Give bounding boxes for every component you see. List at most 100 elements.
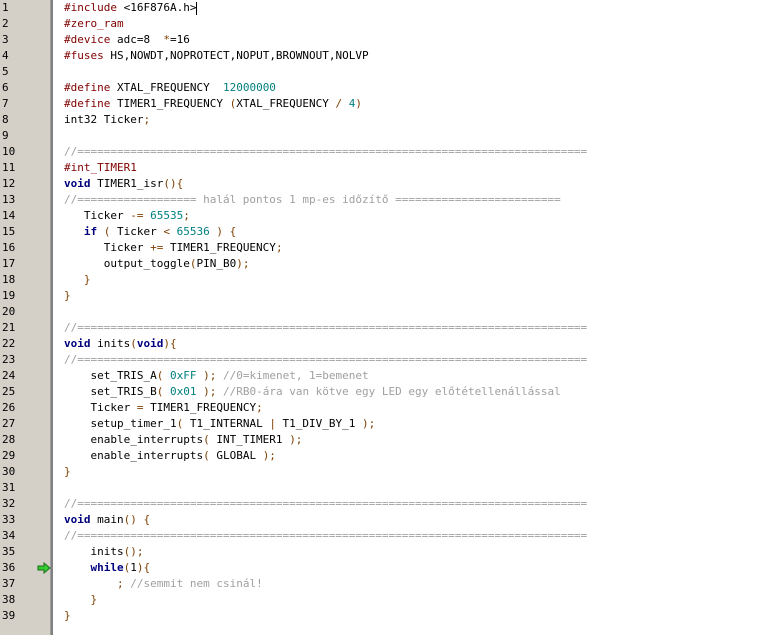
code-text[interactable]: enable_interrupts( INT_TIMER1 ); [64,432,302,448]
line-number: 37 [2,577,16,590]
code-line[interactable]: 16 Ticker += TIMER1_FREQUENCY; [0,240,759,256]
code-line[interactable]: 8 int32 Ticker; [0,112,759,128]
operator-token: ){ [136,561,151,574]
code-line[interactable]: 3#device adc=8 *=16 [0,32,759,48]
code-text[interactable]: Ticker += TIMER1_FREQUENCY; [64,240,283,256]
code-line[interactable]: 38 } [0,592,759,608]
code-text[interactable]: Ticker = TIMER1_FREQUENCY; [64,400,262,416]
code-text[interactable]: } [64,464,71,480]
code-line[interactable]: 21//====================================… [0,320,759,336]
code-text[interactable]: #define TIMER1_FREQUENCY (XTAL_FREQUENCY… [64,96,362,112]
code-token [137,513,144,526]
line-number: 38 [2,593,16,606]
code-text[interactable]: #zero_ram [64,16,124,32]
code-text[interactable]: //======================================… [64,528,587,544]
code-line[interactable]: 1#include <16F876A.h> [0,0,759,16]
code-line[interactable]: 19} [0,288,759,304]
code-text[interactable]: ; //semmit nem csinál! [64,576,263,592]
line-number: 10 [2,145,16,158]
code-line[interactable]: 28 enable_interrupts( INT_TIMER1 ); [0,432,759,448]
code-token [64,225,84,238]
code-text[interactable]: set_TRIS_B( 0x01 ); //RB0-ára van kötve … [64,384,560,400]
code-text[interactable]: inits(); [64,544,143,560]
operator-token: / [335,97,343,110]
code-line[interactable]: 20 [0,304,759,320]
code-line[interactable]: 7#define TIMER1_FREQUENCY (XTAL_FREQUENC… [0,96,759,112]
code-text[interactable]: //======================================… [64,320,587,336]
code-line[interactable]: 11#int_TIMER1 [0,160,759,176]
code-text[interactable]: //======================================… [64,144,587,160]
operator-token: ); [203,385,217,398]
code-text[interactable]: int32 Ticker; [64,112,150,128]
code-line[interactable]: 25 set_TRIS_B( 0x01 ); //RB0-ára van köt… [0,384,759,400]
code-line[interactable]: 29 enable_interrupts( GLOBAL ); [0,448,759,464]
code-text[interactable]: Ticker -= 65535; [64,208,190,224]
line-number-gutter[interactable] [0,0,50,635]
operator-token: ); [362,417,376,430]
code-text[interactable]: #int_TIMER1 [64,160,137,176]
code-text[interactable]: void TIMER1_isr(){ [64,176,183,192]
code-text[interactable]: void inits(void){ [64,336,177,352]
code-text[interactable]: #fuses HS,NOWDT,NOPROTECT,NOPUT,BROWNOUT… [64,48,369,64]
operator-token: ; [183,209,190,222]
operator-token: ); [262,449,276,462]
line-number: 32 [2,497,16,510]
code-line[interactable]: 18 } [0,272,759,288]
comment-token: //======================================… [64,353,588,366]
code-text[interactable]: } [64,288,71,304]
code-token: main [90,513,124,526]
operator-token: = [136,401,144,414]
code-text[interactable]: void main() { [64,512,150,528]
code-text[interactable]: //======================================… [64,496,587,512]
code-line[interactable]: 36 while(1){ [0,560,759,576]
code-text[interactable]: enable_interrupts( GLOBAL ); [64,448,276,464]
code-text[interactable]: output_toggle(PIN_B0); [64,256,250,272]
code-line[interactable]: 39} [0,608,759,624]
code-line[interactable]: 4#fuses HS,NOWDT,NOPROTECT,NOPUT,BROWNOU… [0,48,759,64]
code-text[interactable]: #define XTAL_FREQUENCY 12000000 [64,80,276,96]
code-line[interactable]: 24 set_TRIS_A( 0xFF ); //0=kimenet, 1=be… [0,368,759,384]
comment-token: //======================================… [64,321,588,334]
code-text[interactable]: } [64,592,98,608]
code-line[interactable]: 15 if ( Ticker < 65536 ) { [0,224,759,240]
code-line[interactable]: 34//====================================… [0,528,759,544]
code-line[interactable]: 37 ; //semmit nem csinál! [0,576,759,592]
code-line[interactable]: 30} [0,464,759,480]
line-number: 5 [2,65,9,78]
code-line[interactable]: 23//====================================… [0,352,759,368]
code-line[interactable]: 5 [0,64,759,80]
code-line[interactable]: 35 inits(); [0,544,759,560]
code-line[interactable]: 10 //====================================… [0,144,759,160]
code-token: PIN_B0 [196,257,237,270]
code-token: int32 Ticker [64,113,144,126]
code-text[interactable]: set_TRIS_A( 0xFF ); //0=kimenet, 1=bemen… [64,368,368,384]
code-line[interactable]: 13//================== halál pontos 1 mp… [0,192,759,208]
code-text[interactable]: setup_timer_1( T1_INTERNAL | T1_DIV_BY_1… [64,416,375,432]
code-line[interactable]: 17 output_toggle(PIN_B0); [0,256,759,272]
code-line[interactable]: 26 Ticker = TIMER1_FREQUENCY; [0,400,759,416]
code-line[interactable]: 27 setup_timer_1( T1_INTERNAL | T1_DIV_B… [0,416,759,432]
code-line[interactable]: 32 //====================================… [0,496,759,512]
code-text[interactable]: } [64,272,91,288]
code-text[interactable]: while(1){ [64,560,151,576]
operator-token: ( [176,417,184,430]
line-number: 8 [2,113,9,126]
code-text[interactable]: #include <16F876A.h> [64,0,198,16]
code-text[interactable]: } [64,608,71,624]
code-text[interactable]: //================== halál pontos 1 mp-e… [64,192,561,208]
code-text[interactable]: //======================================… [64,352,587,368]
number-token: 65536 [176,225,210,238]
code-line[interactable]: 2#zero_ram [0,16,759,32]
code-line[interactable]: 14 Ticker -= 65535; [0,208,759,224]
code-token: inits [90,337,131,350]
code-text[interactable]: #device adc=8 *=16 [64,32,190,48]
code-text[interactable]: if ( Ticker < 65536 ) { [64,224,236,240]
code-line[interactable]: 9 [0,128,759,144]
code-line[interactable]: 31 [0,480,759,496]
line-number: 15 [2,225,16,238]
code-line[interactable]: 6#define XTAL_FREQUENCY 12000000 [0,80,759,96]
